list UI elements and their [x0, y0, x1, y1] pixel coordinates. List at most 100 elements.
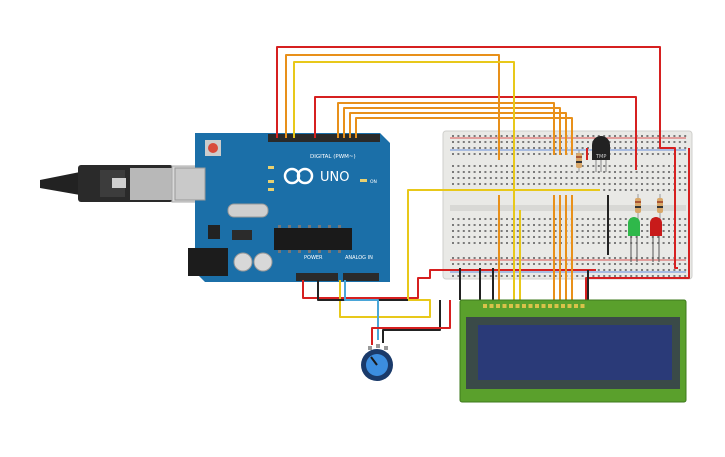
breadboard-hole [533, 242, 535, 244]
breadboard-hole [684, 135, 687, 137]
resistors [576, 150, 663, 222]
breadboard-hole [533, 171, 535, 173]
breadboard-hole [527, 135, 530, 137]
breadboard-hole [662, 189, 665, 191]
breadboard-hole [614, 153, 616, 155]
lcd-pin [509, 304, 513, 308]
breadboard-hole [554, 257, 557, 259]
breadboard-hole [527, 242, 530, 244]
breadboard-hole [662, 141, 665, 143]
breadboard-hole [657, 269, 660, 271]
breadboard-hole [495, 177, 498, 179]
resistor-2 [635, 194, 641, 222]
breadboard-hole [635, 275, 638, 277]
breadboard-hole [527, 275, 530, 277]
breadboard-hole [624, 218, 627, 220]
breadboard-hole [516, 171, 519, 173]
breadboard-hole [678, 263, 681, 265]
breadboard-hole [619, 218, 622, 220]
breadboard-hole [452, 263, 454, 265]
breadboard-hole [641, 135, 643, 137]
breadboard-hole [570, 177, 573, 179]
breadboard-hole [646, 263, 649, 265]
breadboard-hole [581, 135, 584, 137]
breadboard-hole [603, 224, 606, 226]
breadboard-hole [684, 218, 687, 220]
breadboard-hole [662, 269, 665, 271]
breadboard-hole [479, 147, 481, 149]
breadboard-hole [651, 183, 654, 185]
breadboard-hole [592, 230, 595, 232]
breadboard-hole [468, 147, 471, 149]
breadboard-hole [641, 153, 643, 155]
breadboard-hole [592, 165, 595, 167]
breadboard-hole [657, 153, 660, 155]
breadboard-hole [533, 147, 535, 149]
breadboard-hole [668, 177, 670, 179]
breadboard-hole [489, 242, 492, 244]
breadboard-hole [500, 183, 503, 185]
breadboard-hole [468, 242, 471, 244]
breadboard-hole [565, 183, 568, 185]
breadboard-hole [576, 242, 579, 244]
breadboard-hole [543, 183, 546, 185]
breadboard-hole [619, 242, 622, 244]
power-label: POWER [304, 255, 323, 261]
breadboard-hole [603, 263, 606, 265]
breadboard-hole [533, 224, 535, 226]
breadboard-hole [500, 153, 503, 155]
breadboard-hole [452, 153, 454, 155]
breadboard-hole [608, 257, 611, 259]
breadboard-hole [527, 177, 530, 179]
breadboard-hole [651, 263, 654, 265]
breadboard-hole [646, 165, 649, 167]
breadboard-hole [614, 257, 616, 259]
breadboard-hole [522, 171, 525, 173]
breadboard-hole [489, 275, 492, 277]
breadboard-hole [624, 230, 627, 232]
breadboard-hole [533, 141, 535, 143]
breadboard-hole [662, 263, 665, 265]
breadboard-hole [657, 141, 660, 143]
breadboard-hole [678, 165, 681, 167]
breadboard-hole [495, 242, 498, 244]
breadboard-hole [581, 257, 584, 259]
breadboard-hole [495, 224, 498, 226]
breadboard-hole [603, 183, 606, 185]
breadboard-hole [473, 242, 476, 244]
breadboard-hole [581, 183, 584, 185]
breadboard-hole [543, 153, 546, 155]
breadboard-hole [678, 224, 681, 226]
breadboard-hole [522, 165, 525, 167]
breadboard-hole [641, 230, 643, 232]
breadboard-hole [554, 141, 557, 143]
breadboard-hole [624, 141, 627, 143]
breadboard-hole [619, 263, 622, 265]
breadboard-hole [684, 189, 687, 191]
breadboard-hole [462, 236, 465, 238]
breadboard-hole [576, 147, 579, 149]
breadboard-hole [603, 242, 606, 244]
breadboard-hole [452, 141, 454, 143]
lcd-pin [496, 304, 500, 308]
breadboard-hole [495, 147, 498, 149]
breadboard-hole [619, 189, 622, 191]
breadboard-hole [678, 135, 681, 137]
led-red [650, 217, 662, 262]
breadboard-hole [576, 224, 579, 226]
wire-red-top [276, 46, 678, 269]
breadboard-hole [468, 230, 471, 232]
breadboard-hole [506, 135, 508, 137]
breadboard-hole [587, 135, 589, 137]
breadboard-hole [657, 177, 660, 179]
breadboard-hole [468, 236, 471, 238]
breadboard-hole [684, 147, 687, 149]
breadboard-hole [533, 183, 535, 185]
breadboard-hole [630, 177, 633, 179]
breadboard-hole [614, 135, 616, 137]
breadboard-hole [651, 135, 654, 137]
breadboard-hole [608, 236, 611, 238]
breadboard-hole [684, 224, 687, 226]
breadboard-hole [511, 165, 514, 167]
breadboard-hole [624, 236, 627, 238]
